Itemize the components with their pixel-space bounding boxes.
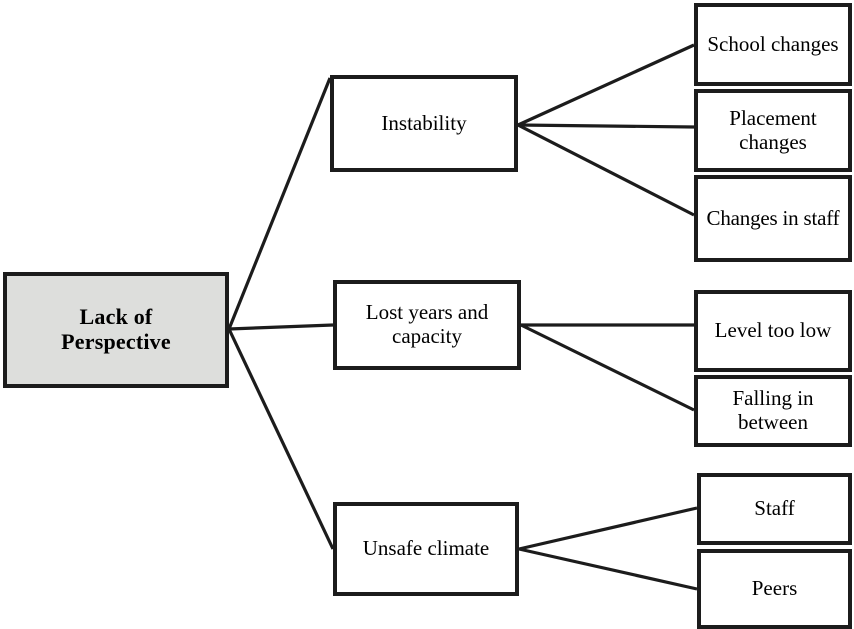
node-instability[interactable]: Instability — [330, 75, 518, 172]
node-label-school-changes: School changes — [707, 31, 839, 56]
node-staff[interactable]: Staff — [697, 473, 852, 545]
node-label-instability: Instability — [381, 110, 467, 135]
node-placement-changes[interactable]: Placement changes — [694, 89, 852, 172]
connector-instability-to-changes-in-staff — [517, 123, 695, 217]
node-label-staff: Staff — [754, 496, 795, 521]
connector-unsafe-climate-to-staff — [518, 506, 698, 551]
node-label-lost-years-and-capacity: Lost years and capacity — [365, 300, 489, 348]
connector-root-to-unsafe-climate — [227, 328, 335, 550]
node-unsafe-climate[interactable]: Unsafe climate — [333, 502, 519, 596]
connector-root-to-instability — [227, 77, 332, 330]
node-root[interactable]: Lack of Perspective — [3, 272, 229, 388]
node-school-changes[interactable]: School changes — [694, 3, 852, 86]
node-label-unsafe-climate: Unsafe climate — [362, 536, 490, 561]
node-label-placement-changes: Placement changes — [729, 105, 817, 154]
node-falling-in-between[interactable]: Falling in between — [694, 375, 852, 447]
connector-unsafe-climate-to-peers — [518, 547, 698, 591]
connector-root-to-lost-years-and-capacity — [228, 323, 334, 331]
node-label-level-too-low: Level too low — [714, 318, 832, 343]
connector-instability-to-school-changes — [517, 43, 695, 127]
node-level-too-low[interactable]: Level too low — [694, 290, 852, 372]
node-label-changes-in-staff: Changes in staff — [706, 205, 840, 230]
connector-lost-years-and-capacity-to-falling-in-between — [520, 323, 695, 412]
node-peers[interactable]: Peers — [697, 549, 852, 629]
node-lost-years-and-capacity[interactable]: Lost years and capacity — [333, 280, 521, 370]
connector-instability-to-placement-changes — [517, 123, 695, 129]
node-label-root: Lack of Perspective — [61, 304, 171, 354]
node-changes-in-staff[interactable]: Changes in staff — [694, 175, 852, 262]
node-label-peers: Peers — [751, 576, 798, 601]
node-label-falling-in-between: Falling in between — [732, 386, 814, 434]
